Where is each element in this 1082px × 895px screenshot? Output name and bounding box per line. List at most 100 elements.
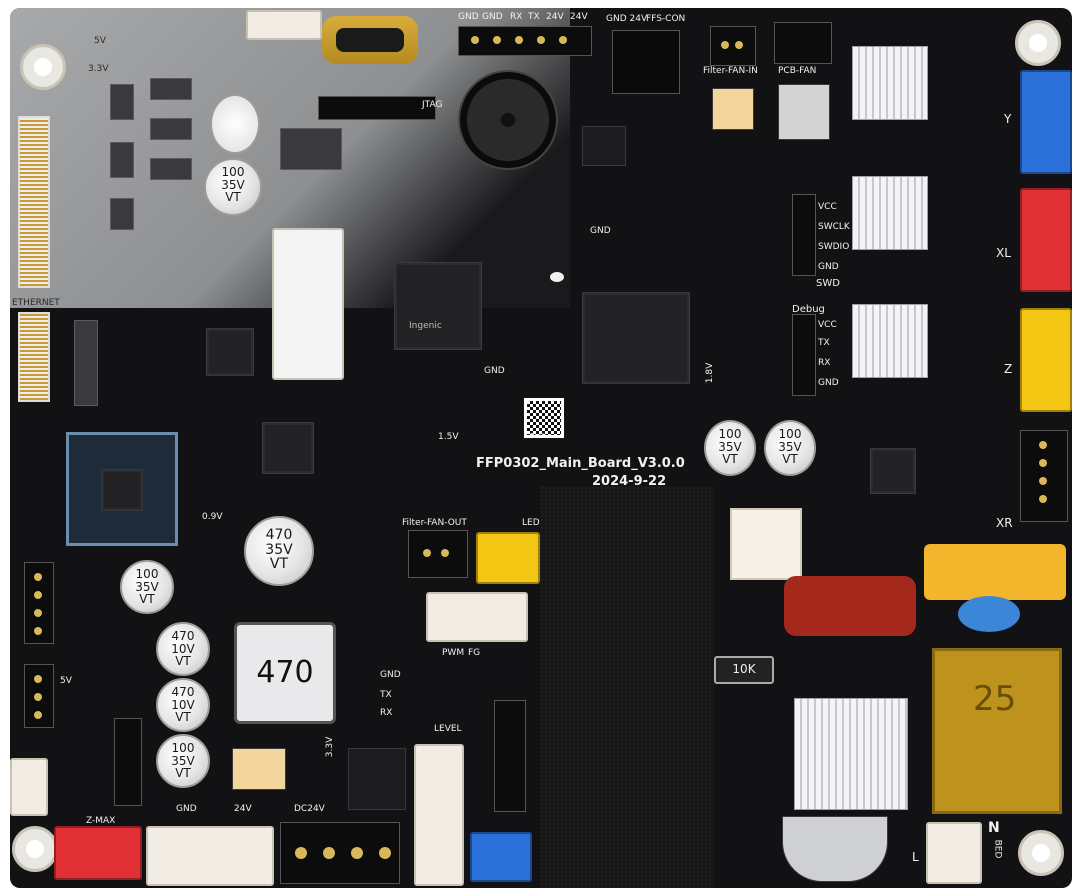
solid-state-relay <box>730 508 802 580</box>
pwm-label: PWM <box>442 648 465 658</box>
v18-label: 1.8V <box>705 362 716 384</box>
l-mark: L <box>912 850 919 864</box>
qr-code <box>524 398 564 438</box>
level-header <box>494 700 526 812</box>
pcb-fan-header <box>774 22 832 64</box>
debug-vcc-label: VCC <box>818 320 837 330</box>
board-name: FFP0302_Main_Board_V3.0.0 <box>476 456 685 471</box>
uart-24v-label-2: 24V <box>570 12 588 22</box>
dc24v-header <box>280 822 400 884</box>
gnd-test-label-2: GND <box>484 366 505 376</box>
aux-gnd-label: GND <box>380 670 401 680</box>
jst-xl-axis <box>1020 188 1072 292</box>
aux-tx-label: TX <box>380 690 392 700</box>
uart-tx-label: TX <box>528 12 540 22</box>
swd-dio-label: SWDIO <box>818 242 850 252</box>
ffs-con-label: FFS-CON <box>646 14 686 24</box>
board-date: 2024-9-22 <box>592 474 667 489</box>
film-capacitor-yellow <box>924 544 1066 600</box>
rohs-label: RoHS <box>530 432 549 440</box>
power-resistor: 10K <box>714 656 774 684</box>
mounting-hole-bottom-right <box>1018 830 1064 876</box>
pcb-fan-label: PCB-FAN <box>778 66 817 76</box>
ethernet-connector <box>18 312 50 402</box>
aux-rx-label: RX <box>380 708 393 718</box>
servo-5v-label: 5V <box>60 676 72 686</box>
smd-cluster <box>280 128 342 170</box>
motor-driver-chip <box>262 422 314 474</box>
display-ribbon-connector <box>18 116 50 288</box>
axis-xl-label: XL <box>996 246 1011 260</box>
debug-rx-label: RX <box>818 358 831 368</box>
uart-header <box>458 26 592 56</box>
mosfet <box>712 88 754 130</box>
axis-y-label: Y <box>1004 112 1012 126</box>
fuse-rating: 25 <box>973 679 1017 719</box>
triac-heatsink <box>794 698 908 810</box>
debug-header <box>792 314 816 396</box>
electrolytic-cap <box>210 94 260 154</box>
bed-connector <box>926 822 982 884</box>
fg-label: FG <box>468 648 481 658</box>
filter-fan-out-header <box>408 530 468 578</box>
processor-brand-label: Ingenic <box>409 321 442 331</box>
power-in-connector <box>146 826 274 886</box>
smd-cluster <box>110 198 134 230</box>
filter-fan-in-label: Filter-FAN-IN <box>703 66 758 76</box>
v09-label: 0.9V <box>202 512 223 522</box>
jst-y-axis <box>1020 70 1072 174</box>
main-processor-chip: Ingenic <box>394 262 482 350</box>
axis-z-label: Z <box>1004 362 1013 376</box>
stepper-heatsink-2 <box>852 176 928 250</box>
memory-chip <box>582 292 690 384</box>
stepper-heatsink-1 <box>852 46 928 120</box>
status-led <box>550 272 564 282</box>
dc24v-label: DC24V <box>294 804 325 814</box>
fan-connector <box>426 592 528 642</box>
filter-fan-out-label: Filter-FAN-OUT <box>402 518 467 528</box>
uart-gnd-label: GND <box>458 12 479 22</box>
film-capacitor-red <box>784 576 916 636</box>
bed-fuse: 25 <box>932 648 1062 814</box>
mounting-hole-bottom-left <box>12 826 58 872</box>
smd-cluster <box>110 142 134 178</box>
stepper-heatsink-3 <box>852 304 928 378</box>
left-5v-label: 5V <box>94 36 106 46</box>
left-header-3 <box>114 718 142 806</box>
led-label: LED <box>522 518 540 528</box>
sensor-chip <box>870 448 916 494</box>
phy-chip <box>206 328 254 376</box>
smd-cluster <box>110 84 134 120</box>
filter-fan-in-header <box>710 26 756 66</box>
left-33v-label: 3.3V <box>88 64 109 74</box>
smd-cluster <box>150 78 192 100</box>
swd-gnd-label: GND <box>818 262 839 272</box>
foam-insulation-pad <box>540 486 714 888</box>
blue-jst-connector <box>470 832 532 882</box>
wifi-module <box>66 432 178 546</box>
axis-xr-label: XR <box>996 516 1013 530</box>
jtag-header <box>318 96 436 120</box>
power-gnd-label: GND <box>176 804 197 814</box>
led-jst-connector <box>476 532 540 584</box>
top-left-connector <box>246 10 322 40</box>
uart-rx-label: RX <box>510 12 523 22</box>
swd-label: SWD <box>816 278 840 289</box>
switch-relay <box>348 748 406 810</box>
zmax-jst-connector <box>54 826 142 880</box>
gnd-test-label: GND <box>590 226 611 236</box>
varistor <box>958 596 1020 632</box>
swd-header <box>792 194 816 276</box>
smd-cluster <box>150 118 192 140</box>
pcb-main-board: GND GND RX TX 24V 24V GND 24V FFS-CON Fi… <box>10 8 1072 888</box>
level-connector <box>414 744 464 886</box>
zmax-label: Z-MAX <box>86 816 116 826</box>
left-header-2 <box>24 664 54 728</box>
xr-header <box>1020 430 1068 522</box>
aux-33v-label: 3.3V <box>325 736 336 758</box>
